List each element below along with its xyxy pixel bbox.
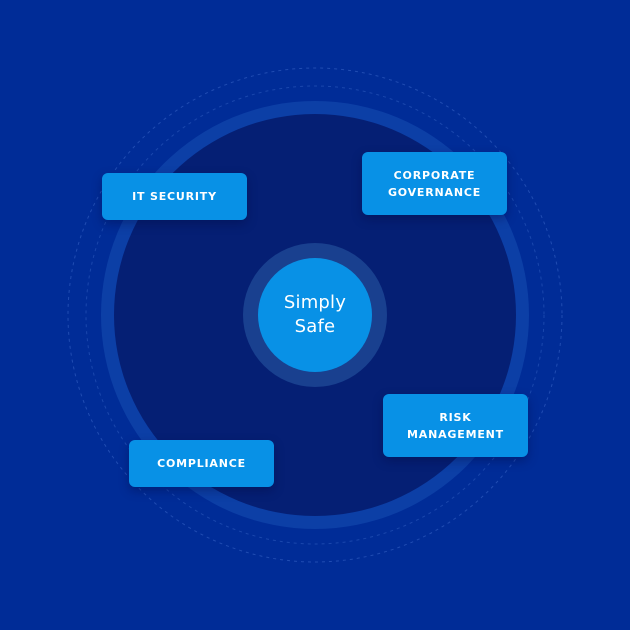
center-circle [258, 258, 372, 372]
tag-corporate-governance-label-line2: GOVERNANCE [387, 185, 482, 199]
tag-compliance[interactable]: COMPLIANCE [129, 440, 274, 487]
tag-risk-management-label-line2: MANAGEMENT [407, 427, 504, 441]
tag-it-security[interactable]: IT SECURITY [102, 173, 247, 220]
inner-dashed-ring [85, 85, 545, 545]
tag-risk-management-label-line1: RISK [439, 410, 472, 424]
tag-compliance-label: COMPLIANCE [157, 457, 246, 470]
tag-corporate-governance[interactable]: CORPORATE GOVERNANCE [362, 152, 507, 215]
outer-dashed-ring [67, 67, 563, 563]
tag-it-security-label: IT SECURITY [132, 190, 217, 203]
tag-corporate-governance-label-line1: CORPORATE [393, 168, 476, 182]
tag-risk-management[interactable]: RISK MANAGEMENT [383, 394, 528, 457]
center-label-line1: Simply [283, 292, 347, 313]
center-label: Simply Safe [258, 258, 372, 372]
center-label-line2: Safe [294, 316, 336, 337]
